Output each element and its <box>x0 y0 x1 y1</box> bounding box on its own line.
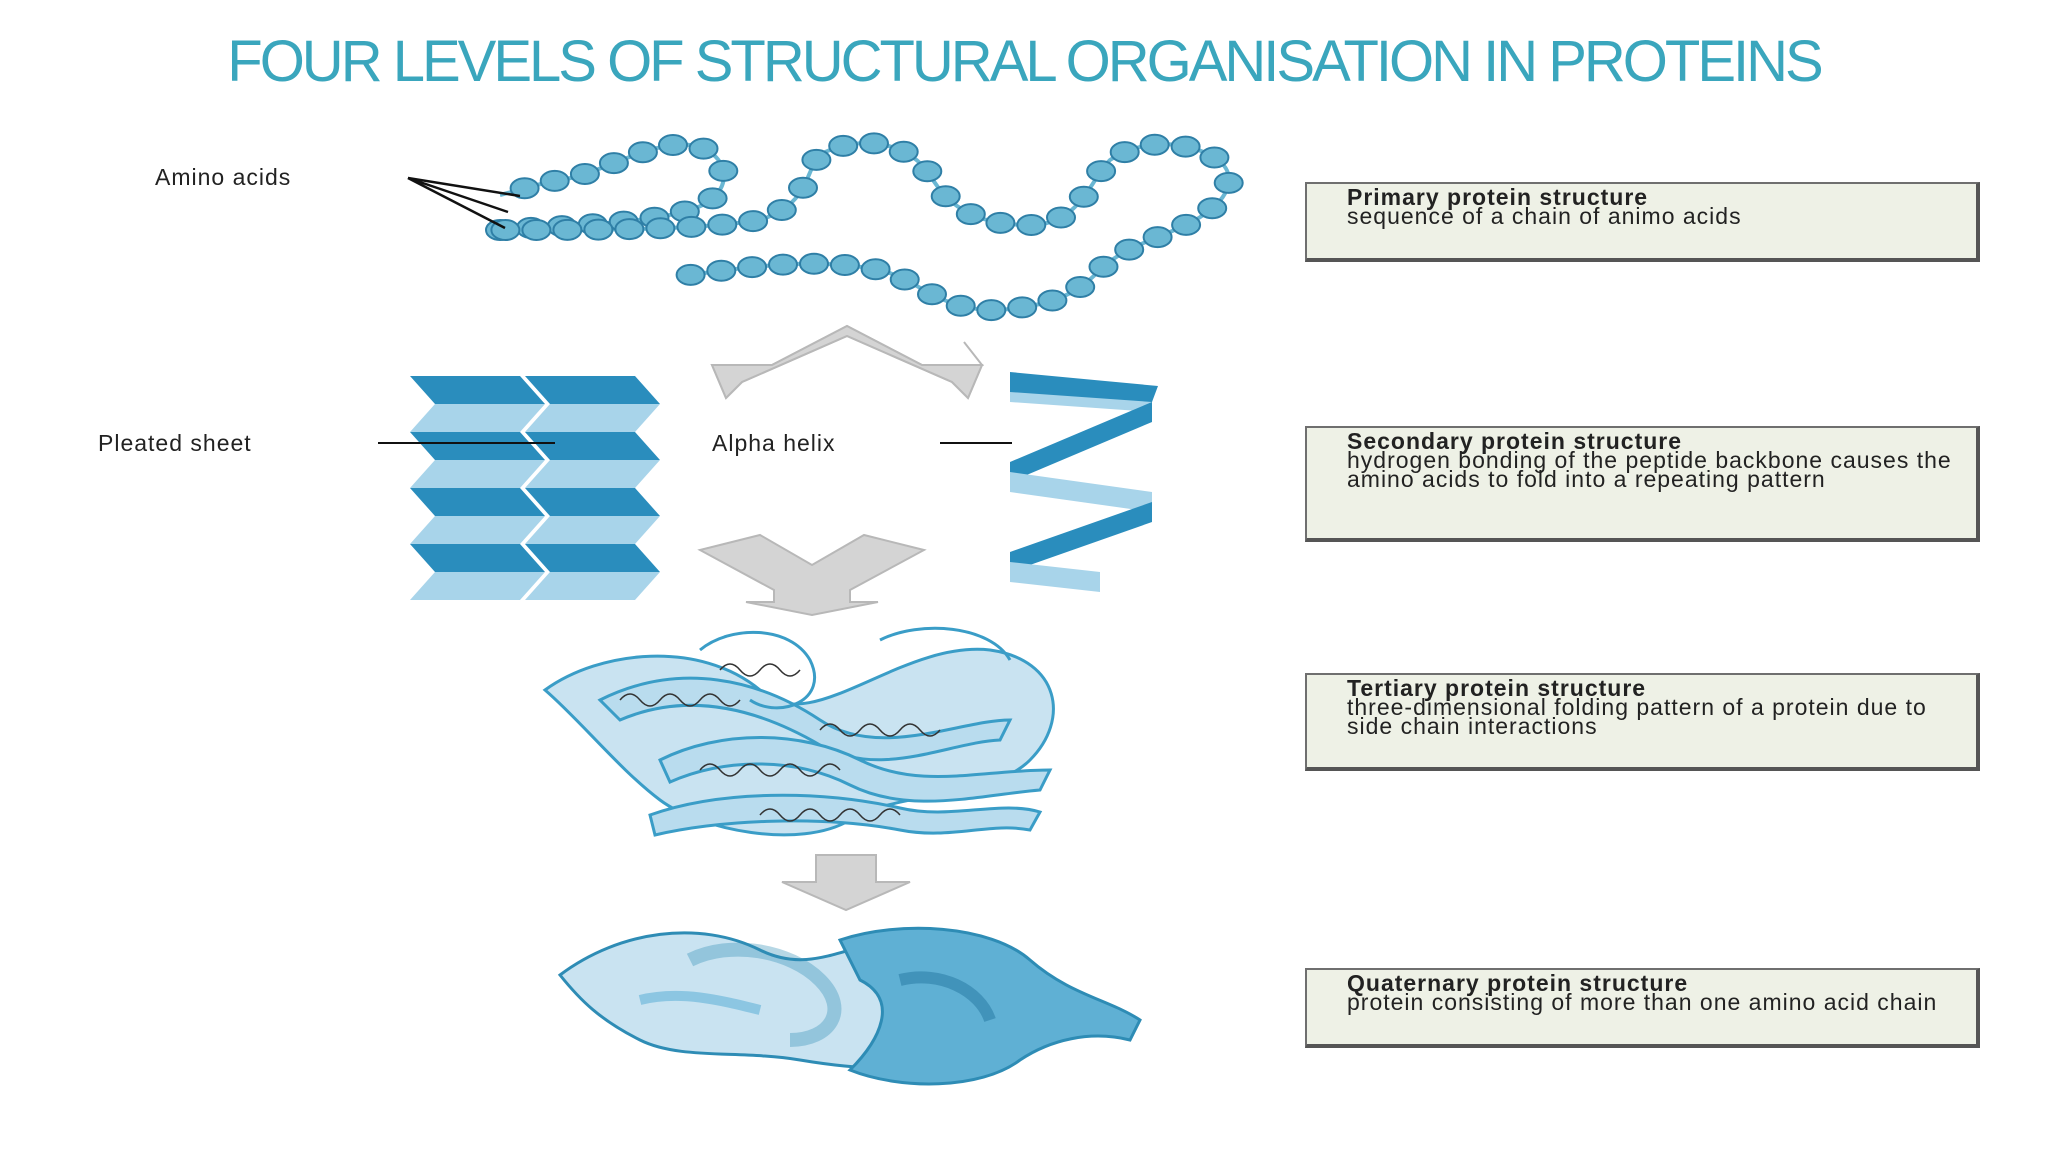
quaternary-structure-description: protein consisting of more than one amin… <box>1347 989 1938 1015</box>
amino-acid-bead <box>707 213 738 236</box>
amino-acid-bead <box>955 203 986 226</box>
primary-structure-description: sequence of a chain of animo acids <box>1347 203 1742 229</box>
amino-acid-bead <box>945 294 976 317</box>
amino-acid-bead <box>829 254 860 276</box>
amino-acid-bead <box>860 258 891 281</box>
amino-acid-bead <box>614 218 645 241</box>
sheet-strand-light <box>410 516 545 544</box>
amino-acid-chain <box>485 132 1244 322</box>
secondary-structure-box: Secondary protein structure hydrogen bon… <box>1305 426 1980 542</box>
amino-acid-bead <box>1170 135 1201 158</box>
amino-acid-bead <box>1068 185 1099 208</box>
amino-acid-bead <box>1007 296 1038 319</box>
amino-acid-bead <box>676 215 707 238</box>
amino-acid-bead <box>766 199 797 221</box>
amino-acid-bead <box>1114 238 1145 261</box>
amino-acid-bead <box>1016 214 1047 236</box>
amino-acids-label: Amino acids <box>155 164 292 190</box>
down-arrow <box>781 854 911 912</box>
merge-arrow-down <box>697 533 927 617</box>
quaternary-structure-graphic <box>557 926 1142 1086</box>
quaternary-structure-box: Quaternary protein structure protein con… <box>1305 968 1980 1048</box>
tertiary-structure-description: three-dimensional folding pattern of a p… <box>1347 694 1927 739</box>
sheet-strand-light <box>525 572 660 600</box>
amino-acid-bead <box>1142 226 1173 249</box>
amino-acid-bead <box>859 132 889 155</box>
amino-acid-bead <box>1213 171 1244 194</box>
amino-acid-bead <box>828 134 859 157</box>
amino-acid-bead <box>889 268 920 291</box>
tertiary-structure-graphic <box>542 626 1055 837</box>
amino-acid-bead <box>552 218 583 241</box>
amino-acid-bead <box>509 177 540 200</box>
amino-acid-bead <box>1046 206 1076 229</box>
sheet-strand-light <box>410 460 545 488</box>
amino-acid-bead <box>737 256 768 279</box>
pleated-sheet-graphic <box>410 376 660 600</box>
amino-acid-bead <box>888 140 919 163</box>
amino-acid-bead <box>1065 276 1096 298</box>
amino-acid-bead <box>521 219 552 241</box>
amino-acid-bead <box>1088 255 1119 278</box>
sheet-strand-dark <box>525 376 660 404</box>
amino-acid-bead <box>1197 197 1228 220</box>
amino-acid-bead <box>1199 146 1230 169</box>
secondary-structure-heading: Secondary protein structure <box>1347 428 1683 454</box>
tertiary-structure-heading: Tertiary protein structure <box>1347 675 1647 701</box>
amino-acid-bead <box>627 141 658 164</box>
amino-acid-bead <box>768 253 798 276</box>
sheet-strand-dark <box>525 544 660 572</box>
pleated-sheet-label: Pleated sheet <box>98 430 252 456</box>
amino-acid-bead <box>738 210 769 233</box>
amino-acid-bead <box>645 217 676 240</box>
sheet-strand-light <box>525 460 660 488</box>
amino-acid-bead <box>583 218 614 241</box>
amino-acid-bead <box>1037 289 1068 312</box>
amino-acid-bead <box>658 134 688 156</box>
tertiary-structure-box: Tertiary protein structure three-dimensi… <box>1305 673 1980 771</box>
page-title: FOUR LEVELS OF STRUCTURAL ORGANISATION I… <box>227 29 1823 94</box>
amino-acid-bead <box>675 263 706 286</box>
amino-acid-bead <box>799 252 829 275</box>
quaternary-structure-heading: Quaternary protein structure <box>1347 970 1689 996</box>
alpha-helix-label: Alpha helix <box>712 430 836 456</box>
amino-acid-bead <box>697 187 728 210</box>
amino-acid-bead <box>985 211 1016 234</box>
branch-arrow-up-inner <box>710 324 984 400</box>
sheet-strand-dark <box>525 488 660 516</box>
amino-acid-bead <box>801 148 832 171</box>
sheet-strand-dark <box>410 544 545 572</box>
amino-acid-bead <box>1139 133 1170 156</box>
amino-acid-bead <box>976 299 1007 322</box>
amino-acid-bead <box>1109 141 1140 164</box>
amino-acid-bead <box>706 259 737 282</box>
amino-acid-bead <box>598 152 629 175</box>
sheet-strand-dark <box>410 488 545 516</box>
amino-acid-bead <box>569 163 600 185</box>
amino-acid-bead <box>708 159 739 182</box>
amino-acid-bead <box>930 185 961 208</box>
amino-acid-bead <box>1086 160 1117 183</box>
primary-structure-box: Primary protein structure sequence of a … <box>1305 182 1980 262</box>
alpha-helix-graphic <box>1010 372 1158 592</box>
amino-acid-bead <box>788 176 818 199</box>
sheet-strand-light <box>525 516 660 544</box>
amino-acids-pointer <box>407 176 521 230</box>
sheet-strand-light <box>525 404 660 432</box>
amino-acid-bead <box>1171 213 1202 236</box>
primary-structure-heading: Primary protein structure <box>1347 184 1649 210</box>
amino-acid-bead <box>917 283 947 306</box>
amino-acid-bead <box>912 160 943 183</box>
sheet-strand-dark <box>525 432 660 460</box>
sheet-strand-light <box>410 404 545 432</box>
sheet-strand-light <box>410 572 545 600</box>
sheet-strand-dark <box>410 432 545 460</box>
secondary-structure-description: hydrogen bonding of the peptide backbone… <box>1347 447 1952 492</box>
amino-acid-bead <box>539 169 570 192</box>
amino-acid-bead <box>688 137 719 160</box>
sheet-strand-dark <box>410 376 545 404</box>
